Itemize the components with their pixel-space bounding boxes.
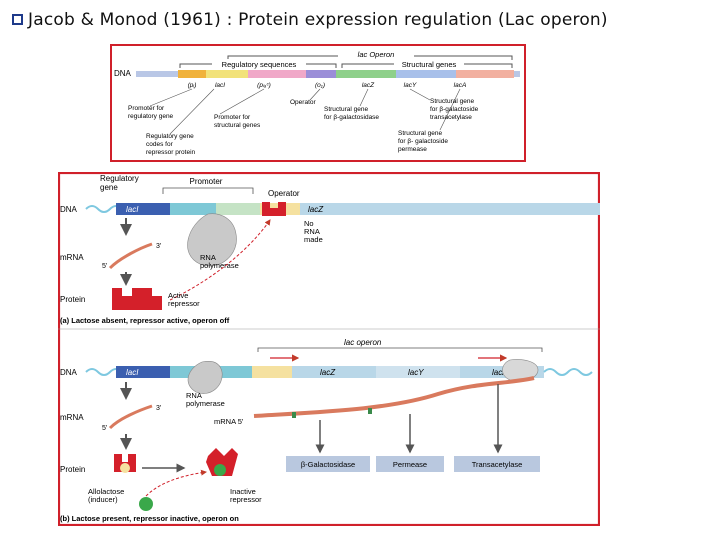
b-transacetylase-box <box>454 456 540 472</box>
segment-plac <box>248 70 306 78</box>
b-allolactose-label: Allolactose(inducer) <box>88 487 124 504</box>
slide-title: Jacob & Monod (1961) : Protein expressio… <box>12 10 608 30</box>
a-laci-label: lacI <box>126 205 139 214</box>
checkbox-bullet-icon <box>12 14 23 25</box>
segment-label-laci: lacI <box>215 82 225 89</box>
b-allolactose-molecule <box>139 497 153 511</box>
b-lacy-gene <box>376 366 460 378</box>
a-caption: (a) Lactose absent, repressor active, op… <box>60 316 230 325</box>
lac-operon-map-figure: lac Operon Regulatory sequences Structur… <box>110 44 526 162</box>
segment-lacz <box>336 70 396 78</box>
figure-frame <box>58 172 600 526</box>
segment-laci <box>206 70 248 78</box>
a-dna-label: DNA <box>60 205 78 214</box>
dna-label: DNA <box>114 69 132 78</box>
a-active-repressor <box>112 288 162 310</box>
b-lacz-gene <box>292 366 376 378</box>
segment-label-lacz: lacZ <box>362 82 375 89</box>
segment-laca <box>456 70 514 78</box>
b-protein-label: Protein <box>60 465 85 474</box>
b-rna-polymerase-start <box>187 361 223 394</box>
b-mrna-marker-1 <box>292 412 296 418</box>
b-polycistronic-mrna <box>253 376 535 418</box>
b-inactive-repressor <box>206 448 238 476</box>
title-text: Jacob & Monod (1961) : Protein expressio… <box>28 10 608 30</box>
a-lacz-label: lacZ <box>308 205 324 214</box>
b-laci-gene <box>116 366 170 378</box>
a-mrna-label: mRNA <box>60 253 84 262</box>
b-mrna-5prime: 5' <box>102 425 107 432</box>
pointer-lines <box>149 88 461 135</box>
b-bound-allolactose <box>214 464 226 476</box>
b-lacy-label: lacY <box>408 368 424 377</box>
b-dna-label: DNA <box>60 368 78 377</box>
segment-label-pi: (pᵢ) <box>188 82 197 89</box>
note-operator: Operator <box>290 99 316 106</box>
b-mrna-marker-2 <box>368 408 372 414</box>
regulatory-label: Regulatory sequences <box>222 60 297 69</box>
a-mrna-3prime: 3' <box>156 243 161 250</box>
a-promoter-bracket <box>162 187 254 194</box>
b-operator-segment <box>252 366 292 378</box>
b-permease-label: Permease <box>393 460 427 469</box>
a-laci-gene <box>116 203 170 215</box>
a-bound-repressor <box>262 202 286 216</box>
a-lacz-gene <box>300 203 600 215</box>
segment-label-lacy: lacY <box>404 82 417 89</box>
regulatory-label-bg <box>212 59 306 69</box>
segment-label-laca: lacA <box>454 82 467 89</box>
a-repressor-binding-arrow <box>169 219 271 301</box>
b-caption: (b) Lactose present, repressor inactive,… <box>60 514 239 523</box>
b-operon-bracket <box>257 347 543 352</box>
b-permease-box <box>376 456 444 472</box>
a-promoter-segment <box>170 203 216 215</box>
operon-label: lac Operon <box>358 50 395 59</box>
a-promoter-label: Promoter <box>190 177 223 186</box>
b-laci-label: lacI <box>126 368 139 377</box>
b-operon-label: lac operon <box>344 338 382 347</box>
a-operator-label: Operator <box>268 189 300 198</box>
b-repressor-pocket <box>120 463 130 473</box>
structural-label-bg <box>394 59 464 69</box>
structural-label: Structural genes <box>402 60 457 69</box>
b-laca-label: lacA <box>492 368 508 377</box>
segment-label-plac: (pₗₐᶜ) <box>257 82 271 89</box>
b-mrna-label: mRNA <box>60 413 84 422</box>
b-galactosidase-label: β-Galactosidase <box>301 460 355 469</box>
a-mrna-strand <box>108 242 153 270</box>
b-mrna5-label: mRNA 5' <box>214 417 244 426</box>
segment-pi <box>178 70 206 78</box>
b-lacz-label: lacZ <box>320 368 336 377</box>
segment-lacy <box>396 70 456 78</box>
a-mrna-5prime: 5' <box>102 263 107 270</box>
b-dna-helix-right <box>543 368 593 376</box>
b-transacetylase-label: Transacetylase <box>472 460 523 469</box>
segment-label-operator: (o₁) <box>315 82 325 89</box>
a-rna-polymerase <box>187 213 237 267</box>
segment-operator <box>306 70 336 78</box>
b-mrna-3prime: 3' <box>156 405 161 412</box>
a-protein-label: Protein <box>60 295 85 304</box>
b-laci-mrna <box>108 404 153 430</box>
a-promoter-segment-2 <box>216 203 260 215</box>
operon-label-bg <box>338 49 414 59</box>
b-galactosidase-box <box>286 456 370 472</box>
